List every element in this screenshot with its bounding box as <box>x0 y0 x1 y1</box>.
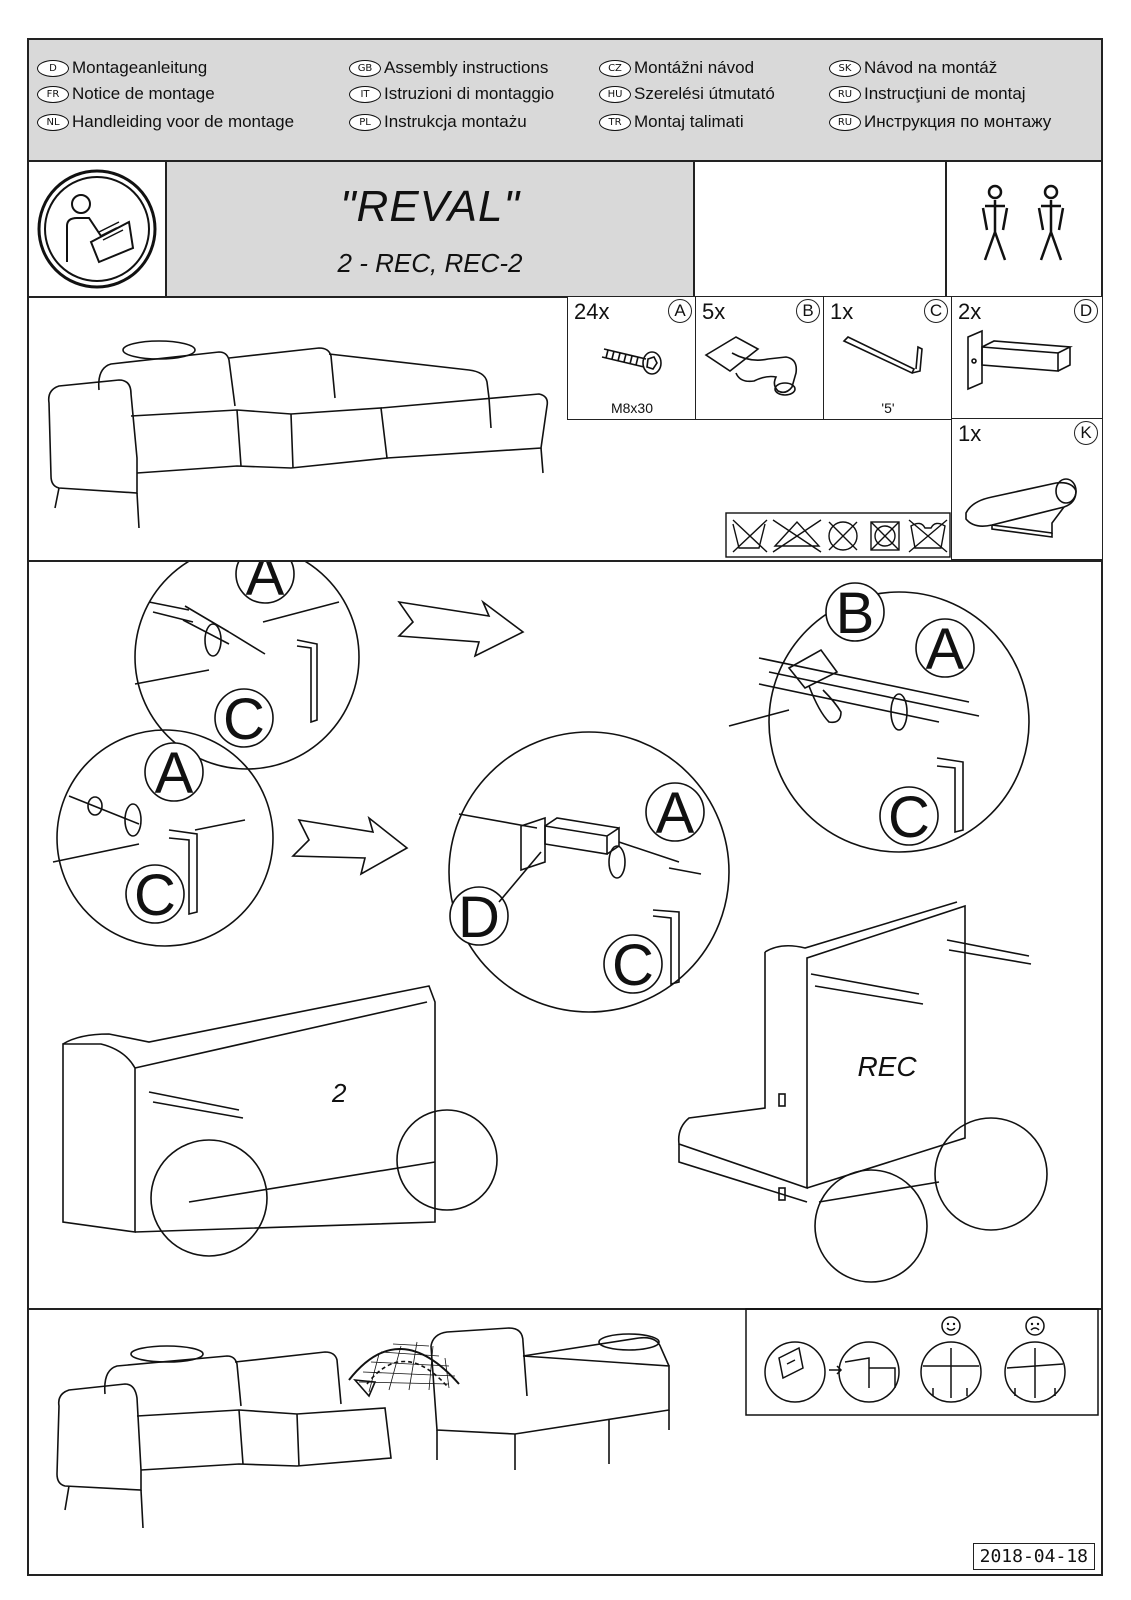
tip-circle-3 <box>920 1341 982 1403</box>
part-a-card: 24x A M8x30 <box>567 296 697 420</box>
no-dryclean-icon <box>828 521 858 551</box>
alignment-tip-illustration <box>745 1308 1099 1416</box>
read-manual-icon <box>37 169 157 289</box>
final-sofa-illustration <box>56 1327 670 1529</box>
bolt-icon <box>601 348 662 375</box>
product-title: "REVAL" <box>339 182 521 231</box>
page-frame <box>27 38 1103 1576</box>
read-manual-cell <box>29 162 167 296</box>
detail-circle-6 <box>396 1109 498 1211</box>
two-persons-icon <box>981 184 1065 261</box>
sofa-overview-illustration <box>47 340 549 529</box>
callout-letter-8: D <box>458 885 500 950</box>
callout-a-4 <box>915 618 975 678</box>
tip-circle-1 <box>764 1341 826 1403</box>
connector-tube-icon <box>967 329 1073 391</box>
blank-cell <box>695 162 947 296</box>
care-symbols <box>725 512 951 558</box>
callout-a-3 <box>645 782 705 842</box>
module-2-side <box>62 1043 136 1233</box>
assembly-steps-illustration: A C A C B A C D A C 2 REC <box>52 543 1048 1283</box>
smiley-happy-icon <box>941 1316 961 1336</box>
callout-letter-10: C <box>612 933 654 998</box>
callout-letter-7: C <box>888 785 930 850</box>
tip-circle-4 <box>1004 1341 1066 1403</box>
arrow-icon-2 <box>291 815 409 876</box>
callout-letter-3: A <box>155 741 194 806</box>
document-date: 2018-04-18 <box>972 1543 1095 1570</box>
callout-letter-6: A <box>926 617 965 682</box>
callout-letter-5: B <box>836 581 875 646</box>
callout-letter-4: C <box>134 863 176 928</box>
module-rec-side <box>677 904 966 1190</box>
callout-letter-2: C <box>223 687 265 752</box>
callout-c-2 <box>125 864 185 924</box>
alignment-tip-box <box>745 1308 1099 1418</box>
final-assembly-section: 2018-04-18 <box>29 1308 1101 1574</box>
no-iron-icon <box>908 519 948 553</box>
hex-key-icon <box>842 336 923 375</box>
callout-d-3 <box>449 886 509 946</box>
no-wash-icon <box>732 519 768 553</box>
callout-c-3 <box>603 934 663 994</box>
part-c-card: 1x C '5' <box>823 296 953 420</box>
part-k-card: 1x K <box>951 418 1103 560</box>
foot-icon <box>965 478 1077 538</box>
part-b-card: 5x B <box>695 296 825 420</box>
product-subtitle: 2 - REC, REC-2 <box>337 248 523 278</box>
arrow-icon-1 <box>397 599 525 658</box>
tip-circle-2 <box>838 1341 900 1403</box>
bracket-icon <box>704 336 798 396</box>
callout-letter-1: A <box>246 562 285 608</box>
assembly-steps-section: A C A C B A C D A C 2 REC <box>29 543 1101 1310</box>
no-bleach-icon <box>772 519 822 553</box>
callout-letter-9: A <box>656 781 695 846</box>
smiley-sad-icon <box>1025 1316 1045 1336</box>
header-row: "REVAL" 2 - REC, REC-2 <box>29 162 1101 298</box>
no-tumble-dry-icon <box>870 521 900 551</box>
callout-a-2 <box>144 742 204 802</box>
callout-b-4 <box>825 582 885 642</box>
detail-circle-4 <box>768 591 1030 853</box>
callout-c-4 <box>879 786 939 846</box>
detail-circle-5 <box>150 1139 268 1257</box>
detail-circle-2 <box>56 729 274 947</box>
module-2-label: 2 <box>331 1078 347 1108</box>
part-d-card: 2x D <box>951 296 1103 420</box>
title-cell: "REVAL" 2 - REC, REC-2 <box>167 162 695 296</box>
detail-circle-8 <box>934 1117 1048 1231</box>
detail-circle-3 <box>448 731 730 1013</box>
parts-section: 24x A M8x30 5x B 1x C <box>29 296 1103 562</box>
two-persons-cell <box>947 162 1101 296</box>
module-rec-label: REC <box>857 1051 917 1082</box>
detail-circle-7 <box>814 1169 928 1283</box>
callout-c-1 <box>214 688 274 748</box>
